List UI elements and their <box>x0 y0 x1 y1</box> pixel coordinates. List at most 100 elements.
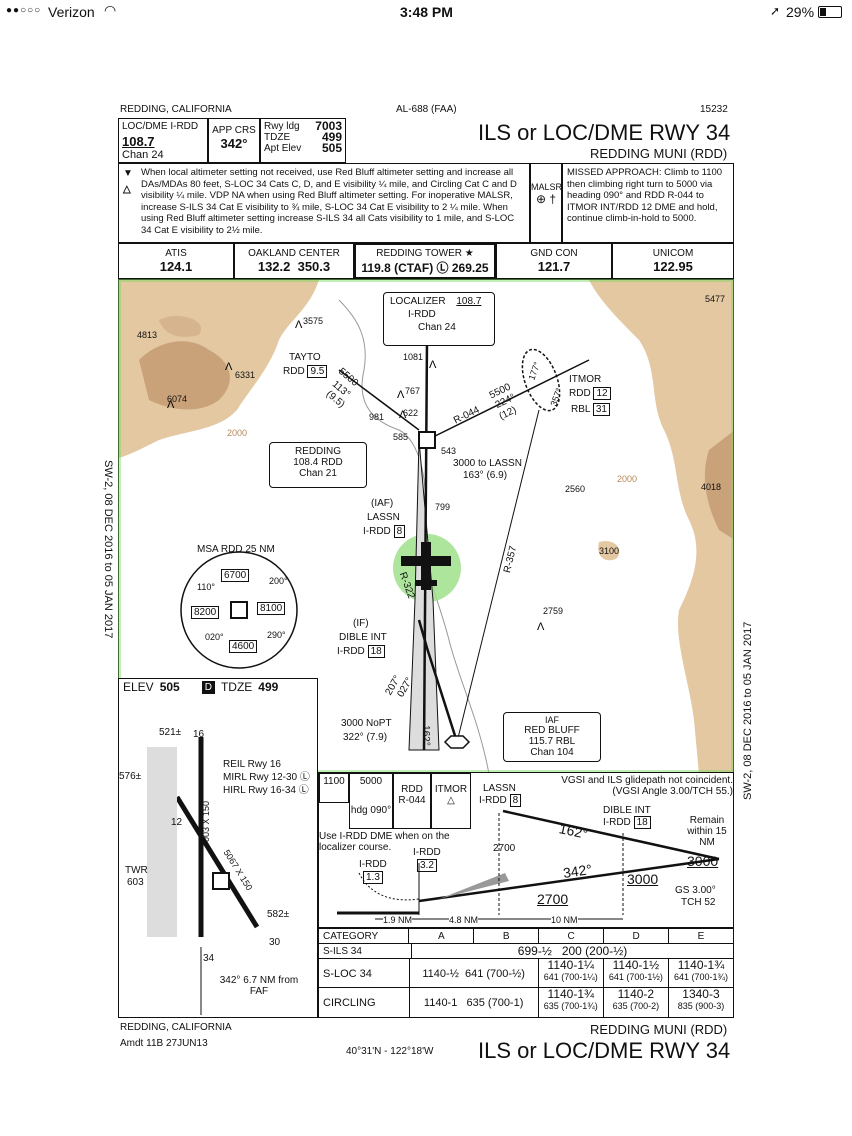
ma-altitude-1: 1100 <box>323 776 345 787</box>
terrain-east <box>589 280 733 772</box>
sils-minimums: 699-½ 200 (200-½) <box>517 944 628 958</box>
msa-sector-1: 6700 <box>221 569 250 582</box>
missed-approach-arc <box>358 872 420 901</box>
profile-alt-3000-b: 3000 <box>627 871 659 887</box>
elev-3575: 3575 <box>303 316 324 326</box>
footer-city: REDDING, CALIFORNIA <box>120 1022 232 1033</box>
col-c: C <box>539 929 605 943</box>
sloc-c: 1140-1¼ <box>547 958 595 972</box>
circling-c: 1140-1¾ <box>547 987 595 1001</box>
dible-irdd: I-RDD <box>337 646 365 657</box>
itmor-fix: ITMOR <box>569 374 602 385</box>
profile-lassn-dme: I-RDD 8 <box>479 794 522 807</box>
app-crs-label: APP CRS <box>212 125 256 136</box>
radial-044 <box>426 359 590 441</box>
localizer-ident: I-RDD <box>408 309 436 320</box>
side-validity-left: SW-2, 08 DEC 2016 to 05 JAN 2017 <box>102 460 114 639</box>
profile-irdd-a: I-RDD <box>413 847 441 858</box>
msa-title: MSA RDD 25 NM <box>197 544 275 555</box>
missed-approach-text: MISSED APPROACH: Climb to 1100 then clim… <box>567 167 723 224</box>
col-e: E <box>697 931 705 942</box>
tdze-label: TDZE <box>264 132 291 143</box>
a-symbol-icon: △ <box>123 184 131 195</box>
ma-icon-1: 1100 <box>319 773 349 803</box>
unicom-label: UNICOM <box>652 248 694 259</box>
elev-622: 622 <box>403 408 419 418</box>
itmor-rbl: RBL <box>571 404 591 415</box>
valley-outline <box>338 299 490 772</box>
clock: 3:48 PM <box>400 4 453 20</box>
ma-icon-2: 5000 hdg 090° <box>349 773 393 829</box>
distance-2: 4.8 NM <box>449 915 479 925</box>
aircraft-icon <box>401 542 451 590</box>
atis-freq: 124.1 <box>159 259 193 274</box>
airport-diagram[interactable]: ELEV 505 D TDZE 499 REIL Rwy 16 MIRL Rwy… <box>118 678 318 1018</box>
d-symbol: D <box>201 681 215 694</box>
profile-alt-2700-a: 2700 <box>493 843 516 854</box>
circling-e-haa: 835 (900-3) <box>677 1001 725 1011</box>
itmor-rbl-value: 31 <box>592 403 610 416</box>
malsr-box: MALSR ⊕ † <box>530 163 562 243</box>
circling-d-haa: 635 (700-2) <box>612 1001 660 1011</box>
msa-circle <box>180 551 298 669</box>
elev-799: 799 <box>435 502 451 512</box>
profile-irdd-b: I-RDD <box>359 859 387 870</box>
itmor-rdd-dme: RDD 12 <box>569 387 611 400</box>
obstacle-521: 521± <box>159 727 182 738</box>
sloc-c-haa: 641 (700-1¼) <box>543 972 598 982</box>
rwy-16-label: 16 <box>193 729 205 740</box>
elev-4018: 4018 <box>701 482 722 492</box>
red-bluff-label: RED BLUFF <box>524 725 580 736</box>
ground-label: GND CON <box>530 248 578 259</box>
lassn-irdd: I-RDD <box>363 526 391 537</box>
circling-e: 1340-3 <box>682 987 720 1001</box>
tayto-dme-value: 9.5 <box>307 365 328 378</box>
terrain-east-high <box>704 431 733 539</box>
lassn-fix: LASSN <box>367 512 400 523</box>
elev-585: 585 <box>393 432 409 442</box>
apt-elev-label: Apt Elev <box>264 143 302 154</box>
redding-chan: Chan 21 <box>299 468 337 479</box>
comms-center: OAKLAND CENTER 132.2 350.3 <box>234 243 354 279</box>
itmor-rdd-value: 12 <box>593 387 611 400</box>
ma-icon-4: ITMOR △ <box>431 773 471 829</box>
msa-sector-3: 4600 <box>229 640 258 653</box>
radial-357 <box>456 409 540 743</box>
msa-bearing-4: 020° <box>205 632 224 642</box>
profile-view[interactable]: 1100 5000 hdg 090° RDD R-044 ITMOR △ VGS… <box>318 772 734 928</box>
ma-heading: hdg 090° <box>350 805 392 816</box>
app-crs-box: APP CRS 342° <box>208 118 260 163</box>
malsr-label: MALSR <box>531 182 563 192</box>
chart-id: AL-688 (FAA) <box>396 104 457 115</box>
center-label: OAKLAND CENTER <box>248 248 340 259</box>
t-symbol-icon: ▼ <box>123 168 133 179</box>
loc-frequency: 108.7 <box>122 134 155 149</box>
distance-1: 1.9 NM <box>383 915 413 925</box>
profile-alt-3000-a: 3000 <box>687 853 719 869</box>
reil-note: REIL Rwy 16 <box>223 759 281 770</box>
footer-coordinates: 40°31'N - 122°18'W <box>346 1046 434 1057</box>
profile-dible-dme: I-RDD 18 <box>603 816 651 829</box>
sloc-d-haa: 641 (700-1½) <box>608 972 663 982</box>
app-crs-value: 342° <box>220 136 248 151</box>
localizer-chan: Chan 24 <box>418 322 456 333</box>
tayto-rdd: RDD <box>283 366 305 377</box>
nopt-course: 322° (7.9) <box>343 732 388 743</box>
itmor-rdd: RDD <box>569 388 591 399</box>
profile-lassn-irdd: I-RDD <box>479 795 507 806</box>
redding-vor-box: REDDING 108.4 RDD Chan 21 <box>269 442 367 488</box>
approach-title: ILS or LOC/DME RWY 34 <box>478 120 731 145</box>
loc-freq-box: LOC/DME I-RDD 108.7 Chan 24 <box>118 118 208 163</box>
profile-lassn-dme-value: 8 <box>509 794 522 807</box>
lassn-alt: 3000 to LASSN <box>453 458 522 469</box>
profile-lassn: LASSN <box>483 783 516 794</box>
elev-2560: 2560 <box>565 484 586 494</box>
red-bluff-chan: Chan 104 <box>530 747 574 758</box>
lassn-dme-value: 8 <box>393 525 406 538</box>
